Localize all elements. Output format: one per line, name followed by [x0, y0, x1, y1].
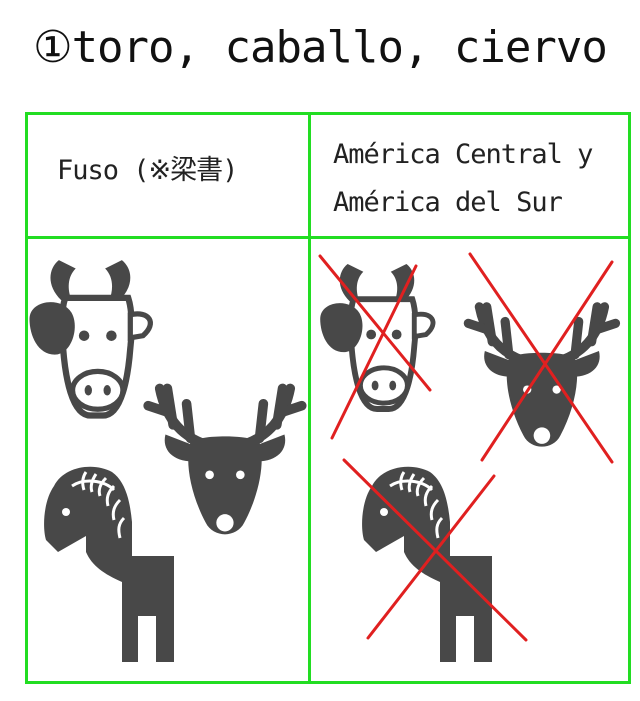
table-border-right [628, 112, 631, 684]
column-header-america-line1: América Central y [333, 139, 593, 170]
comparison-table: Fuso (※梁書) América Central y América del… [25, 112, 631, 684]
cross-mark-deer [480, 260, 614, 462]
column-header-fuso: Fuso (※梁書) [57, 155, 238, 186]
cross-mark-horse [366, 474, 496, 640]
cow-icon [320, 264, 433, 409]
table-border-top [25, 112, 631, 115]
cross-mark-cow [330, 264, 418, 440]
page-title: ①toro, caballo, ciervo [33, 22, 608, 73]
deer-icon [468, 307, 615, 447]
horse-icon [42, 465, 176, 664]
column-header-america-line2: América del Sur [333, 187, 563, 218]
table-divider-vertical [308, 112, 311, 684]
cow-icon [30, 260, 151, 415]
deer-icon [148, 388, 302, 534]
cross-mark-cow [318, 254, 432, 392]
table-border-left [25, 112, 28, 684]
table-divider-header [25, 236, 631, 239]
cross-mark-deer [468, 252, 614, 464]
cross-marks [318, 252, 614, 642]
table-border-bottom [25, 681, 631, 684]
